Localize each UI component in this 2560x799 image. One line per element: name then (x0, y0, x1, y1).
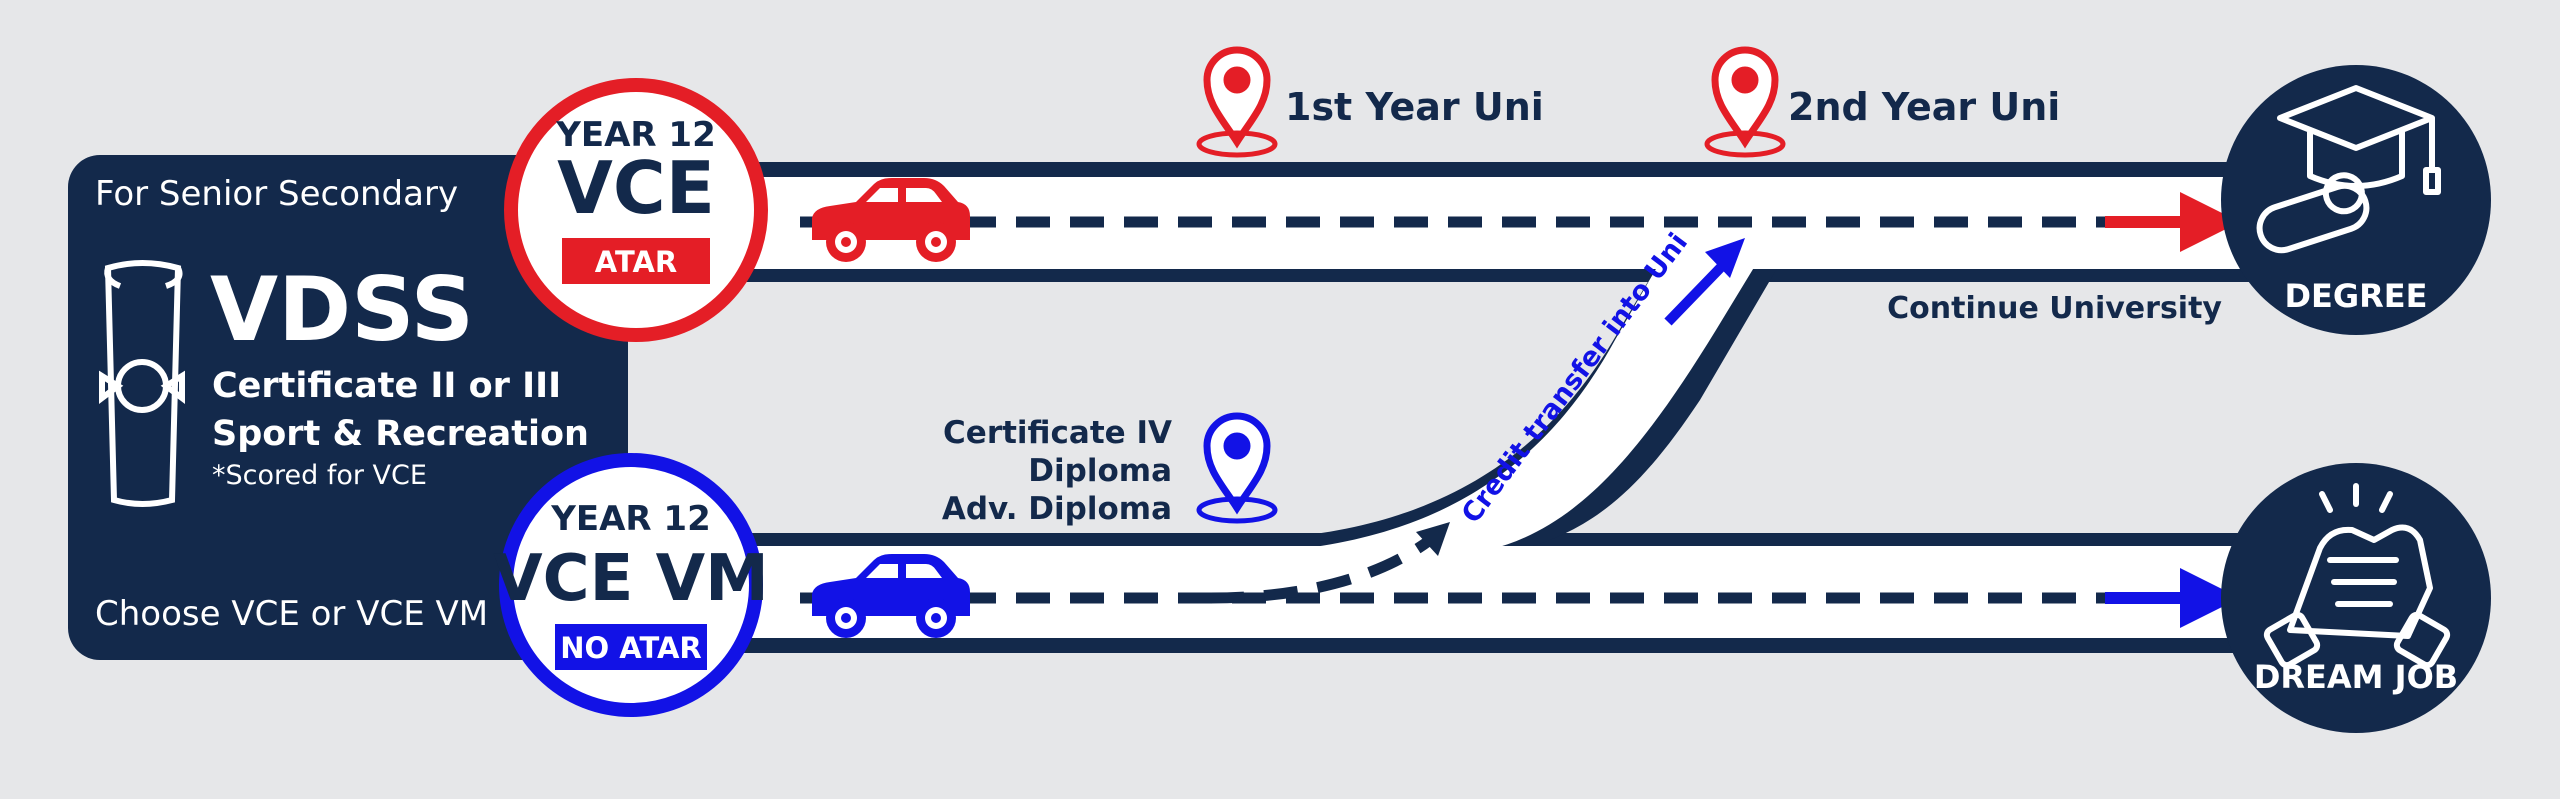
merge-arrow-head (1416, 522, 1450, 556)
degree-arrow (2105, 192, 2240, 252)
handshake-icon (2263, 483, 2451, 669)
cert-pin-icon (1199, 416, 1275, 521)
cert-line-3: Adv. Diploma (942, 491, 1172, 527)
vce-year: YEAR 12 (555, 115, 716, 155)
diploma-scroll-icon (99, 260, 185, 507)
panel-line2: Sport & Recreation (212, 414, 589, 454)
graduation-cap-icon (2256, 85, 2441, 254)
cert-line-1: Certificate IV (943, 415, 1172, 451)
dream-job-label: DREAM JOB (2254, 658, 2458, 696)
vdss-panel (68, 155, 628, 660)
second-year-label: 2nd Year Uni (1788, 85, 2060, 129)
lane-markings (800, 216, 2120, 604)
first-year-pin-icon (1199, 50, 1275, 155)
second-year-pin-icon (1707, 50, 1783, 155)
vcevm-tag: NO ATAR (560, 631, 702, 665)
first-year-label: 1st Year Uni (1285, 85, 1544, 129)
credit-transfer-arrow (1664, 238, 1745, 326)
panel-top-text: For Senior Secondary (95, 174, 458, 214)
vce-tag: ATAR (595, 245, 678, 279)
degree-label: DEGREE (2284, 277, 2427, 315)
vcevm-name: VCE VM (493, 542, 769, 616)
cert-line-2: Diploma (1028, 453, 1172, 489)
job-arrow (2105, 568, 2240, 628)
degree-destination: DEGREE (2221, 65, 2491, 335)
continue-university-label: Continue University (1887, 291, 2222, 326)
vce-name: VCE (557, 146, 715, 230)
panel-bottom-text: Choose VCE or VCE VM (95, 594, 488, 634)
vce-badge: YEAR 12 VCE ATAR (504, 78, 768, 342)
panel-note: *Scored for VCE (212, 460, 427, 491)
vcevm-year: YEAR 12 (550, 499, 711, 539)
vcevm-badge: YEAR 12 VCE VM NO ATAR (493, 453, 769, 717)
dream-job-destination: DREAM JOB (2221, 463, 2491, 733)
vdss-title: VDSS (210, 258, 474, 361)
panel-line1: Certificate II or III (212, 366, 561, 406)
